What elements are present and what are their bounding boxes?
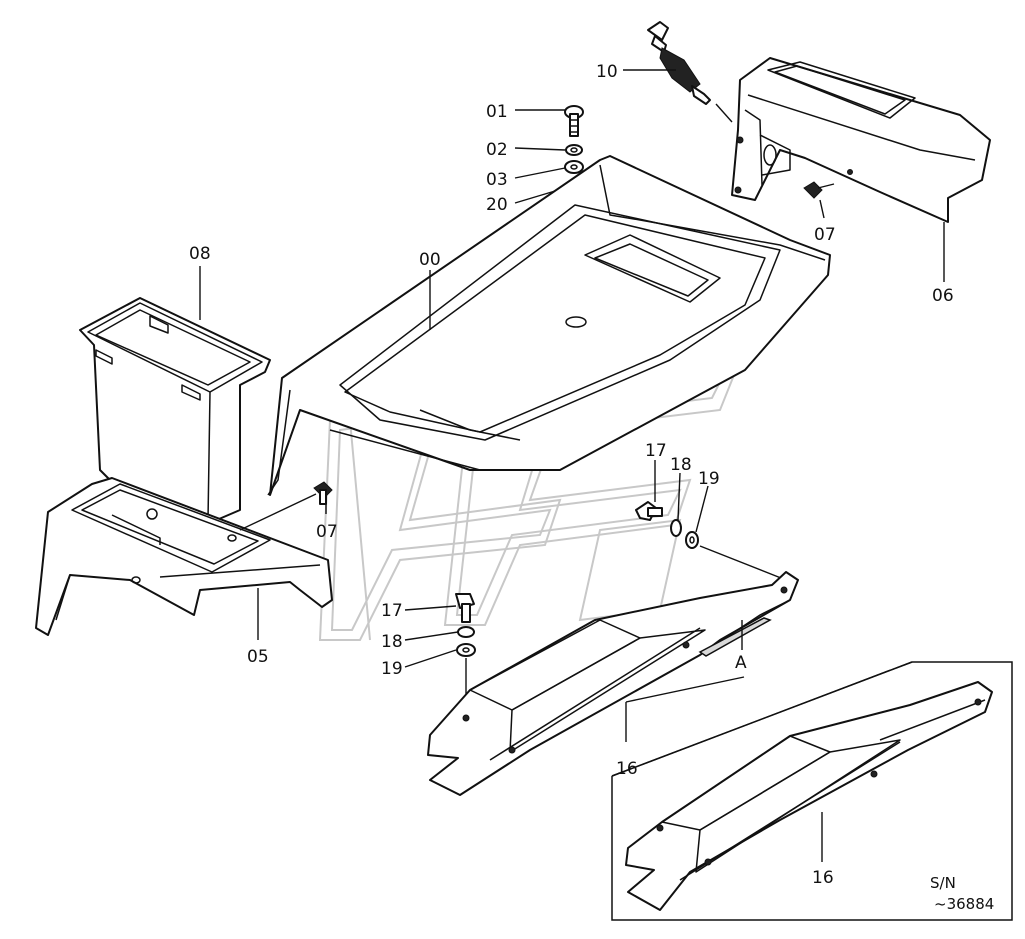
callout-03: 03 bbox=[486, 170, 508, 190]
callout-17-left: 17 bbox=[381, 601, 403, 621]
part-06-rear-cover bbox=[731, 57, 991, 223]
callout-01: 01 bbox=[486, 102, 508, 122]
callout-05: 05 bbox=[247, 647, 269, 667]
part-08-storage-box bbox=[79, 297, 271, 526]
part-07-bolt-upper bbox=[803, 181, 835, 199]
part-16-bracket-inset bbox=[625, 681, 993, 911]
callout-17-right: 17 bbox=[645, 441, 667, 461]
part-03-washer bbox=[564, 160, 584, 174]
callout-07-left: 07 bbox=[316, 522, 338, 542]
callout-19-left: 19 bbox=[381, 659, 403, 679]
callout-10: 10 bbox=[596, 62, 618, 82]
part-19-washer-right bbox=[685, 531, 699, 549]
part-18-washer-right bbox=[670, 519, 682, 537]
part-17-bolt-left bbox=[455, 593, 475, 623]
inset-note-serial: ~36884 bbox=[934, 895, 994, 913]
part-17-bolt-right bbox=[635, 501, 663, 521]
part-19-washer-left bbox=[456, 643, 476, 657]
part-01-screw bbox=[564, 105, 584, 137]
part-18-washer-left bbox=[457, 626, 475, 638]
part-16-bracket-main bbox=[427, 571, 799, 796]
part-05-front-base bbox=[35, 477, 333, 636]
callout-A: A bbox=[735, 653, 747, 673]
callout-00: 00 bbox=[419, 250, 441, 270]
inset-frame bbox=[611, 661, 1013, 921]
callout-16-main: 16 bbox=[616, 759, 638, 779]
callout-18-left: 18 bbox=[381, 632, 403, 652]
callout-16-inset: 16 bbox=[812, 868, 834, 888]
callout-20: 20 bbox=[486, 195, 508, 215]
callout-02: 02 bbox=[486, 140, 508, 160]
callout-19-right: 19 bbox=[698, 469, 720, 489]
callout-07-upper: 07 bbox=[814, 225, 836, 245]
part-10-connector bbox=[647, 21, 711, 105]
callout-06: 06 bbox=[932, 286, 954, 306]
callout-18-right: 18 bbox=[670, 455, 692, 475]
callout-08: 08 bbox=[189, 244, 211, 264]
inset-note-sn: S/N bbox=[930, 874, 956, 892]
part-02-spring-washer bbox=[565, 144, 583, 156]
part-00-console-body bbox=[267, 155, 831, 496]
part-07-bolt-left bbox=[313, 481, 333, 505]
